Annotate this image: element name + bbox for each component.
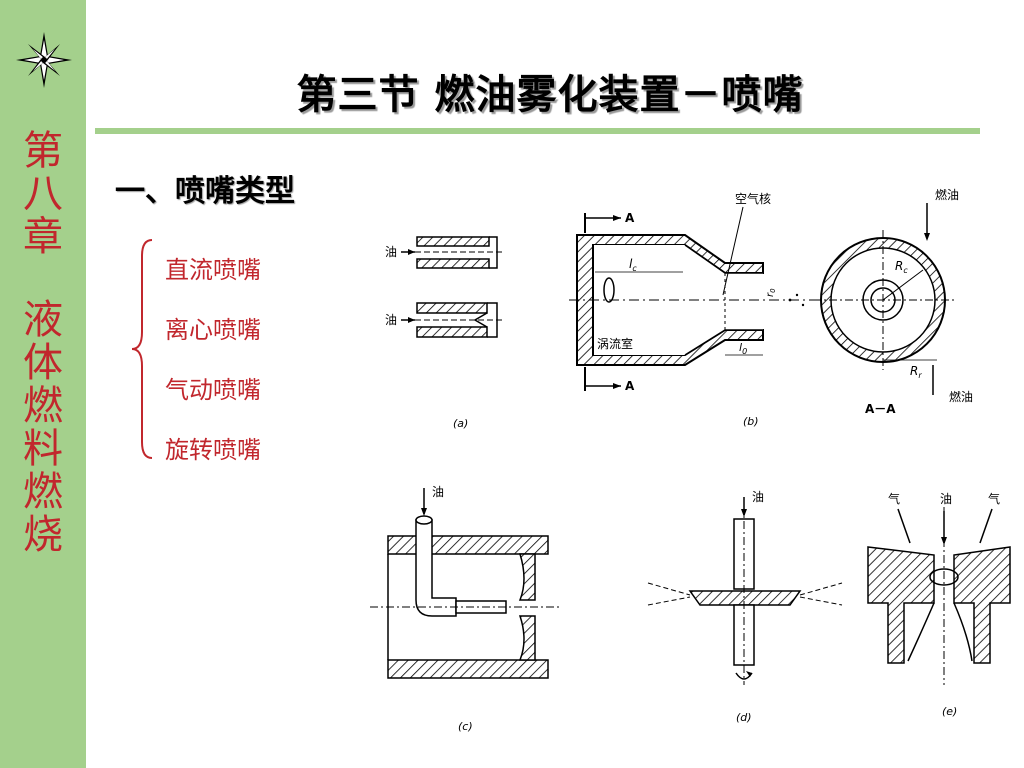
figure-caption: (b): [743, 415, 759, 428]
figure-caption: (e): [942, 705, 957, 718]
chapter-heading: 第八章 液体燃料燃烧: [0, 130, 86, 557]
brace-bracket: [131, 239, 153, 459]
compass-star-icon: [16, 32, 72, 88]
list-item: 气动喷嘴: [165, 376, 261, 404]
section-heading: 一、喷嘴类型: [115, 174, 295, 209]
chapter-number: 第八章: [23, 128, 63, 260]
nozzle-type-list: 直流喷嘴 离心喷嘴 气动喷嘴 旋转喷嘴: [165, 240, 261, 480]
swirl-chamber-label: 涡流室: [597, 336, 633, 351]
figure-a-direct-nozzle: 油 油 (a): [385, 236, 505, 430]
dimension-r0: r0: [765, 288, 777, 297]
oil-label: 油: [385, 313, 397, 327]
figure-b-centrifugal-nozzle: A A lc 涡流室 空气核 l0 r0 Rc Rr 燃油 燃油 A－A (b): [569, 187, 973, 428]
sidebar: 第八章 液体燃料燃烧: [0, 0, 86, 768]
figure-caption: (d): [736, 711, 752, 724]
figure-d-rotary-nozzle: 油 (d): [647, 490, 843, 724]
fuel-oil-label: 燃油: [949, 389, 973, 404]
dimension-l0: l0: [739, 341, 747, 356]
section-mark: A: [625, 211, 635, 225]
list-item: 离心喷嘴: [165, 316, 261, 344]
air-label: 气: [888, 491, 900, 506]
figure-c-air-nozzle: 油 (c): [370, 485, 560, 733]
figure-e-pneumatic-nozzle: 油 气 气 (e): [867, 491, 1011, 718]
oil-label: 油: [752, 490, 764, 504]
slide-title: 第三节 燃油雾化装置－喷嘴: [296, 72, 804, 118]
air-core-label: 空气核: [735, 191, 771, 206]
section-label: A－A: [865, 402, 896, 416]
list-item: 直流喷嘴: [165, 256, 261, 284]
air-label: 气: [988, 491, 1000, 506]
fuel-oil-label: 燃油: [935, 187, 959, 202]
dimension-lc: lc: [629, 257, 637, 273]
section-mark: A: [625, 379, 635, 393]
dimension-Rr: Rr: [910, 364, 922, 380]
oil-label: 油: [940, 492, 952, 506]
dimension-Rc: Rc: [895, 259, 908, 275]
figure-caption: (a): [453, 417, 468, 430]
oil-label: 油: [385, 245, 397, 259]
figure-caption: (c): [458, 720, 473, 733]
list-item: 旋转喷嘴: [165, 436, 261, 464]
oil-label: 油: [432, 485, 444, 499]
title-divider: [95, 128, 980, 134]
chapter-title: 液体燃料燃烧: [23, 297, 63, 558]
